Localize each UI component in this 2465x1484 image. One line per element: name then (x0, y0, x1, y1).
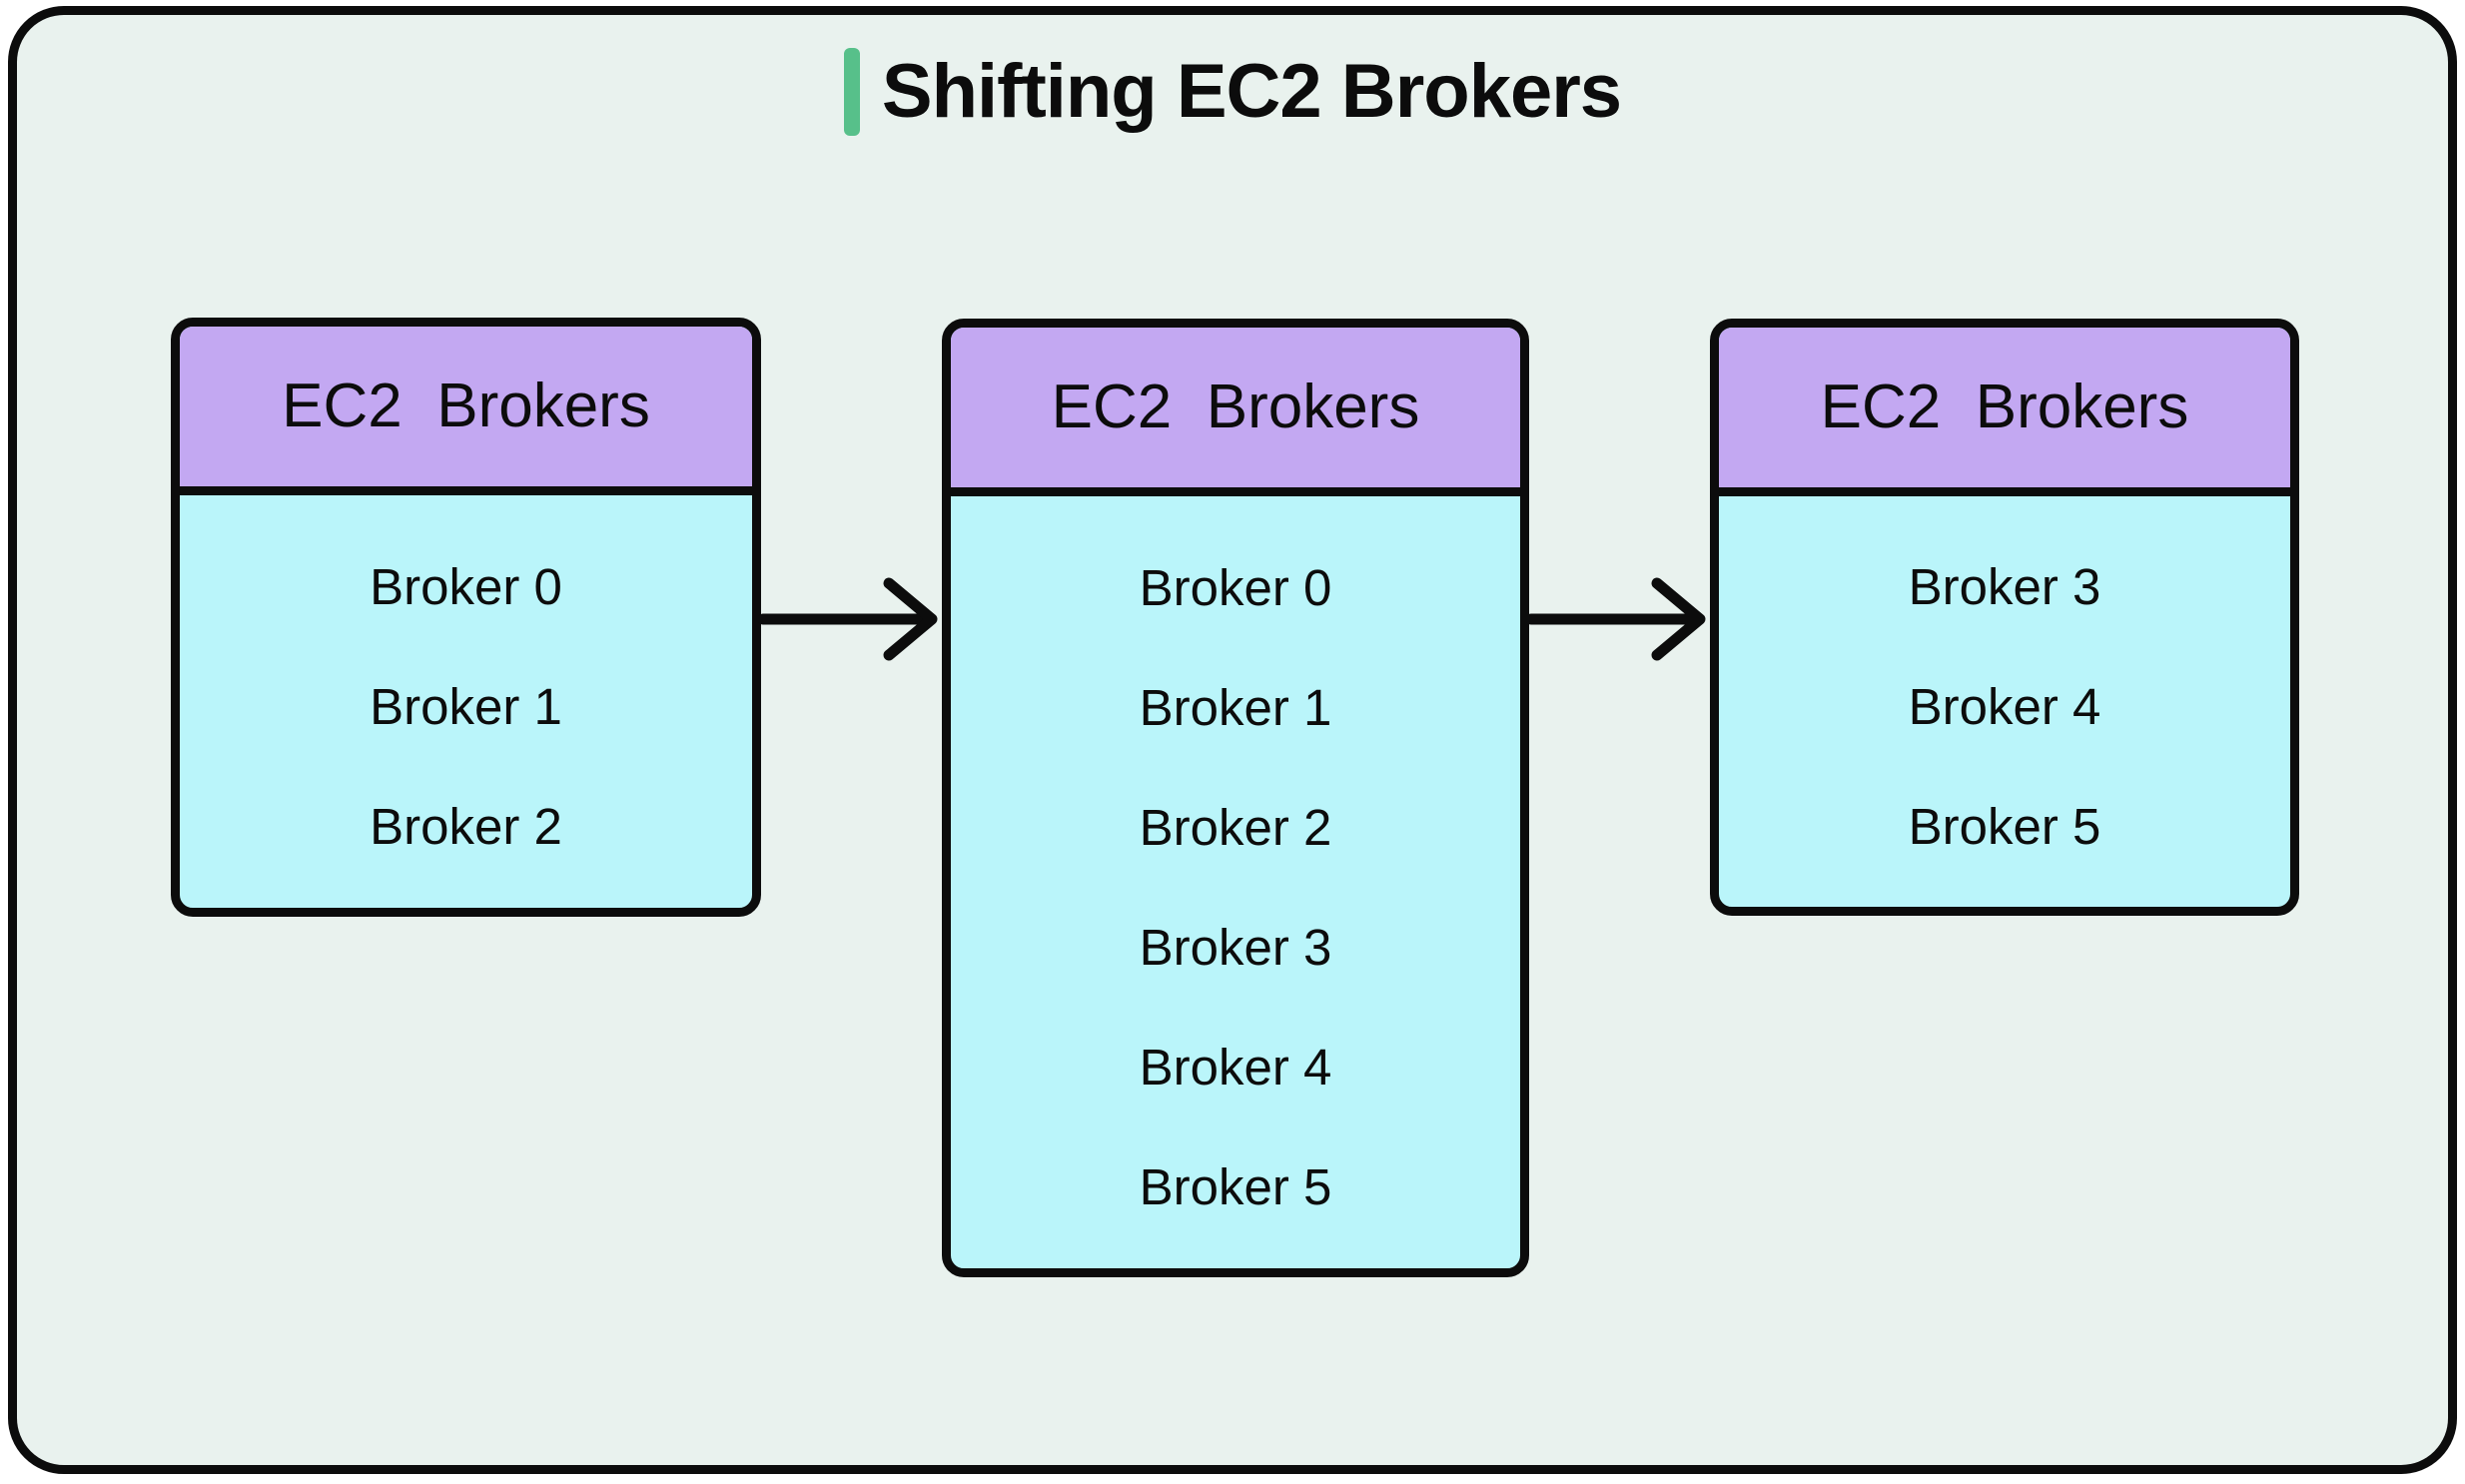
broker-row: Broker 5 (1908, 798, 2101, 855)
broker-row: Broker 1 (1139, 679, 1332, 736)
broker-row: Broker 4 (1139, 1039, 1332, 1096)
broker-row: Broker 5 (1139, 1158, 1332, 1215)
broker-row: Broker 2 (370, 798, 562, 855)
ec2-brokers-node-before: EC2 Brokers Broker 0 Broker 1 Broker 2 (171, 318, 761, 917)
broker-row: Broker 3 (1908, 558, 2101, 615)
diagram-title-row: Shifting EC2 Brokers (0, 46, 2465, 138)
node-header: EC2 Brokers (951, 328, 1520, 496)
broker-row: Broker 3 (1139, 919, 1332, 976)
node-body: Broker 0 Broker 1 Broker 2 Broker 3 Brok… (951, 496, 1520, 1268)
page-title: Shifting EC2 Brokers (881, 49, 1622, 134)
broker-row: Broker 0 (370, 558, 562, 615)
ec2-brokers-node-after: EC2 Brokers Broker 3 Broker 4 Broker 5 (1710, 319, 2299, 916)
node-header: EC2 Brokers (1719, 328, 2290, 496)
broker-row: Broker 1 (370, 678, 562, 735)
broker-row: Broker 0 (1139, 559, 1332, 616)
title-accent-bar (843, 48, 860, 136)
node-body: Broker 0 Broker 1 Broker 2 (180, 495, 752, 908)
node-body: Broker 3 Broker 4 Broker 5 (1719, 496, 2290, 907)
ec2-brokers-node-during: EC2 Brokers Broker 0 Broker 1 Broker 2 B… (942, 319, 1529, 1277)
broker-row: Broker 2 (1139, 799, 1332, 856)
broker-row: Broker 4 (1908, 678, 2101, 735)
node-header: EC2 Brokers (180, 327, 752, 495)
